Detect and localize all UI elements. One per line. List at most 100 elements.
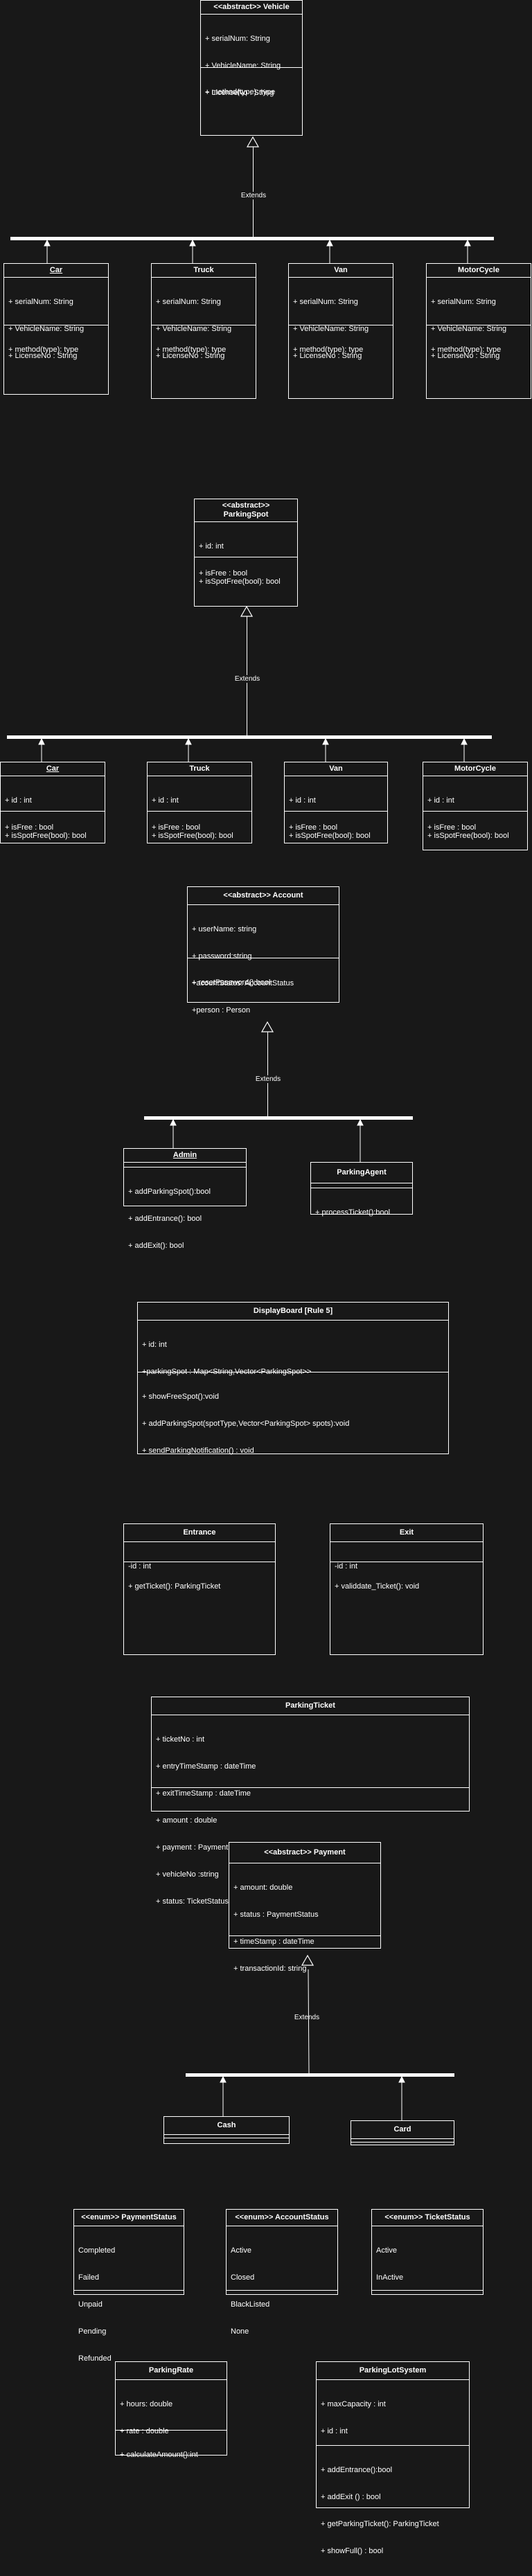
- attribute: + serialNum: String: [156, 298, 221, 306]
- attributes-section: + id : int + isFree : bool: [423, 776, 527, 832]
- inheritance-bar: [10, 237, 494, 240]
- method: + method(type): type: [156, 346, 227, 354]
- class-box-car-spot[interactable]: Car + id : int + isFree : bool + isSpotF…: [0, 762, 105, 843]
- attributes-section: + serialNum: String + VehicleName: Strin…: [201, 14, 302, 97]
- attribute: +acountStatus: AccountStatus: [192, 979, 294, 987]
- method: + method(type): type: [431, 346, 502, 354]
- methods-section: [351, 2142, 454, 2144]
- attribute: + VehicleName: String: [431, 325, 507, 333]
- class-box-parking-agent[interactable]: ParkingAgent + processTicket():bool: [310, 1162, 413, 1217]
- inheritance-bar: [144, 1116, 413, 1120]
- attribute: + password:string: [192, 952, 252, 960]
- method: + isSpotFree(bool): bool: [152, 832, 233, 840]
- attributes-section: + amount: double + status : PaymentStatu…: [229, 1863, 380, 1973]
- class-box-account[interactable]: <<abstract>> Account + userName: string …: [187, 886, 339, 1014]
- class-box-exit[interactable]: Exit -id : int + validdate_Ticket(): voi…: [330, 1523, 484, 1655]
- arrowhead: [322, 737, 329, 745]
- methods-section: + calculateAmount():int: [116, 2430, 227, 2480]
- attribute: + maxCapacity : int: [321, 2400, 386, 2408]
- enum-value: Completed: [78, 2246, 116, 2255]
- attributes-section: [164, 2134, 289, 2138]
- class-title: Van: [334, 266, 348, 274]
- class-box-parking-lot-system[interactable]: ParkingLotSystem + maxCapacity : int + i…: [316, 2361, 470, 2555]
- method: + showFull() : bool: [321, 2547, 384, 2555]
- class-box-parking-rate[interactable]: ParkingRate + hours: double + rate : dou…: [115, 2361, 227, 2459]
- enum-values: Active Closed BlackListed None: [227, 2226, 337, 2336]
- class-title: DisplayBoard [Rule 5]: [253, 1307, 333, 1315]
- method: + method(type): type: [205, 88, 276, 96]
- attributes-section: + maxCapacity : int + id : int: [317, 2379, 469, 2445]
- class-box-van-spot[interactable]: Van + id : int + isFree : bool + isSpotF…: [284, 762, 388, 843]
- attribute: + id : int: [5, 796, 32, 805]
- extends-label: Extends: [233, 675, 262, 683]
- class-box-card[interactable]: Card: [351, 2120, 454, 2145]
- attributes-section: + userName: string + password:string +ac…: [188, 904, 339, 1014]
- class-title: Car: [46, 764, 60, 773]
- enum-value: InActive: [376, 2273, 404, 2282]
- class-box-motorcycle[interactable]: MotorCycle + serialNum: String + Vehicle…: [426, 263, 531, 399]
- methods-section: + getTicket(): ParkingTicket: [124, 1562, 275, 1611]
- class-title: Exit: [399, 1528, 414, 1537]
- methods-section: + isSpotFree(bool): bool: [1, 811, 105, 861]
- methods-section: + method(type): type: [427, 325, 531, 375]
- class-box-truck[interactable]: Truck + serialNum: String + VehicleName:…: [151, 263, 256, 399]
- class-title: ParkingTicket: [285, 1701, 335, 1710]
- method: + addEntrance(): bool: [128, 1215, 202, 1223]
- attribute: + userName: string: [192, 925, 257, 933]
- enum-box-account-status[interactable]: <<enum>> AccountStatus Active Closed Bla…: [226, 2209, 338, 2336]
- method: + getTicket(): ParkingTicket: [128, 1582, 221, 1591]
- class-title: <<abstract>> Payment: [264, 1848, 346, 1857]
- enum-value: Pending: [78, 2327, 107, 2336]
- class-box-admin[interactable]: Admin + addParkingSpot():bool + addEntra…: [123, 1148, 247, 1250]
- attributes-section: + id: int + isFree : bool: [195, 521, 297, 578]
- extends-label: Extends: [239, 192, 268, 199]
- methods-section: + validdate_Ticket(): void: [330, 1562, 483, 1611]
- class-box-parking-ticket[interactable]: ParkingTicket + ticketNo : int + entryTi…: [151, 1697, 470, 1906]
- methods-section: + isSpotFree(bool): bool: [195, 557, 297, 607]
- methods-section: + isSpotFree(bool): bool: [285, 811, 387, 861]
- enum-box-ticket-status[interactable]: <<enum>> TicketStatus Active InActive: [371, 2209, 484, 2295]
- class-box-vehicle[interactable]: <<abstract>> Vehicle + serialNum: String…: [200, 0, 303, 136]
- attribute: +person : Person: [192, 1006, 251, 1014]
- class-box-car[interactable]: Car + serialNum: String + VehicleName: S…: [3, 263, 109, 395]
- arrowhead: [326, 239, 333, 247]
- class-box-payment[interactable]: <<abstract>> Payment + amount: double + …: [229, 1842, 381, 1973]
- attributes-section: + id : int + isFree : bool: [1, 776, 105, 832]
- methods-section: + isSpotFree(bool): bool: [423, 811, 527, 861]
- arrowhead: [38, 737, 45, 745]
- attribute: + LicenseNo : String: [8, 352, 78, 360]
- class-box-motorcycle-spot[interactable]: MotorCycle + id : int + isFree : bool + …: [423, 762, 528, 850]
- extends-line: [267, 1030, 268, 1118]
- methods-section: [152, 1787, 469, 1791]
- arrowhead: [185, 737, 192, 745]
- class-box-parking-spot[interactable]: <<abstract>> ParkingSpot + id: int + isF…: [194, 499, 298, 607]
- class-box-truck-spot[interactable]: Truck + id : int + isFree : bool + isSpo…: [147, 762, 252, 843]
- attribute: +parkingSpot : Map<String,Vector<Parking…: [142, 1368, 312, 1376]
- attributes-section: + id : int + isFree : bool: [285, 776, 387, 832]
- attribute: + exitTimeStamp : dateTime: [156, 1789, 251, 1798]
- class-title: Entrance: [183, 1528, 216, 1537]
- attribute: + serialNum: String: [8, 298, 73, 306]
- class-title: Admin: [172, 1151, 197, 1159]
- enum-value: Failed: [78, 2273, 99, 2282]
- attribute: + amount : double: [156, 1816, 218, 1825]
- attribute: + VehicleName: String: [293, 325, 369, 333]
- child-arrows: [220, 2075, 405, 2120]
- enum-value: Unpaid: [78, 2300, 103, 2309]
- methods-section: + resetPassword():bool: [188, 958, 339, 1008]
- enum-footer: [74, 2290, 184, 2293]
- attribute: -id : int: [335, 1562, 358, 1571]
- class-box-van[interactable]: Van + serialNum: String + VehicleName: S…: [288, 263, 393, 399]
- class-box-cash[interactable]: Cash: [163, 2116, 290, 2144]
- class-box-entrance[interactable]: Entrance -id : int + getTicket(): Parkin…: [123, 1523, 276, 1655]
- class-box-display-board[interactable]: DisplayBoard [Rule 5] + id: int +parking…: [137, 1302, 449, 1455]
- attribute: + id : int: [152, 796, 179, 805]
- attribute: + transactionId: string: [233, 1965, 307, 1973]
- enum-box-payment-status[interactable]: <<enum>> PaymentStatus Completed Failed …: [73, 2209, 184, 2363]
- enum-value: Active: [376, 2246, 397, 2255]
- enum-footer: [372, 2290, 483, 2293]
- methods-section: + method(type): type: [201, 67, 302, 117]
- method: + method(type): type: [8, 346, 79, 354]
- methods-section: + processTicket():bool: [311, 1188, 412, 1237]
- class-title: Cash: [217, 2121, 236, 2129]
